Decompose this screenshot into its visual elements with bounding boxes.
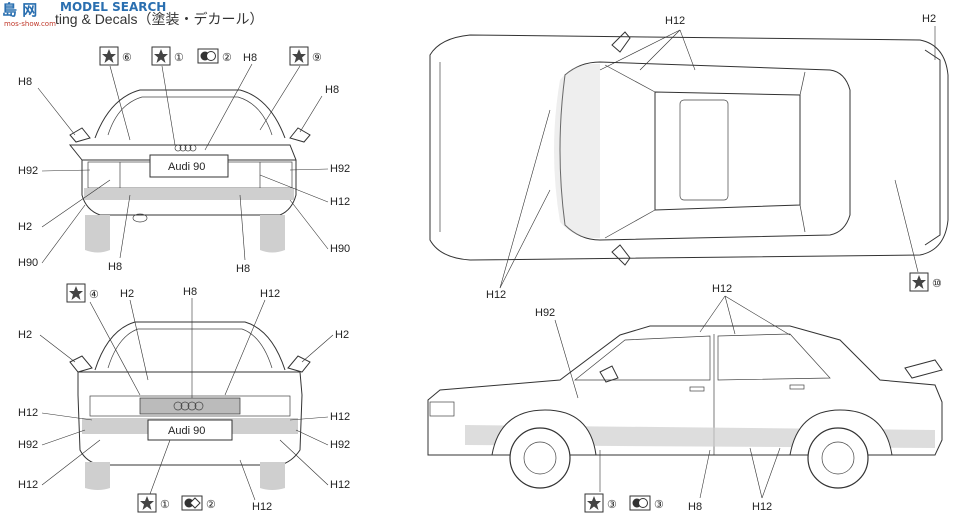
audi-rings-front bbox=[173, 401, 204, 411]
front-h2-right: H2 bbox=[335, 329, 349, 341]
front-decal-4-icon bbox=[66, 283, 86, 303]
front-h12-bottom-left: H12 bbox=[18, 479, 38, 491]
front-h12-bottom-right: H12 bbox=[330, 479, 350, 491]
rear-leader-lines bbox=[37, 63, 329, 264]
audi-rings-rear bbox=[174, 144, 197, 152]
top-h2-top: H2 bbox=[922, 13, 936, 25]
front-h12-top: H12 bbox=[260, 288, 280, 300]
front-h12-bottom: H12 bbox=[252, 501, 272, 513]
top-leader-lines bbox=[499, 26, 936, 289]
front-decal-1-icon bbox=[137, 493, 157, 513]
front-decal-1-label: ① bbox=[160, 499, 170, 511]
rear-h8-bottom-right: H8 bbox=[236, 263, 250, 275]
rear-h90-right: H90 bbox=[330, 243, 350, 255]
front-h92-left: H92 bbox=[18, 439, 38, 451]
rear-h8-top: H8 bbox=[243, 52, 257, 64]
front-h12-right: H12 bbox=[330, 411, 350, 423]
rear-decal-9-label: ⑨ bbox=[312, 52, 322, 64]
side-h92: H92 bbox=[535, 307, 555, 319]
side-decal-3b-label: ③ bbox=[654, 499, 664, 511]
side-h12-top: H12 bbox=[712, 283, 732, 295]
top-h12-left: H12 bbox=[486, 289, 506, 301]
rear-plate-text: Audi 90 bbox=[168, 161, 205, 173]
watermark-cn: 島 网 bbox=[2, 1, 37, 19]
rear-decal-9-icon bbox=[289, 46, 309, 66]
rear-decal-1-icon bbox=[151, 46, 171, 66]
rear-h2-left: H2 bbox=[18, 221, 32, 233]
front-h12-left: H12 bbox=[18, 407, 38, 419]
rear-decal-6-label: ⑥ bbox=[122, 52, 132, 64]
rear-decal-6-icon bbox=[99, 46, 119, 66]
rear-h92-right: H92 bbox=[330, 163, 350, 175]
rear-h12-right: H12 bbox=[330, 196, 350, 208]
side-h12-bottom: H12 bbox=[752, 501, 772, 513]
side-h8-bottom: H8 bbox=[688, 501, 702, 513]
watermark: 島 网 MODEL SEARCH mos-show.com bbox=[2, 0, 166, 28]
side-leader-lines bbox=[554, 295, 791, 499]
rear-h8-left: H8 bbox=[18, 76, 32, 88]
side-decal-3b-icon bbox=[629, 495, 651, 511]
front-decal-2-label: ② bbox=[206, 499, 216, 511]
front-h2-left: H2 bbox=[18, 329, 32, 341]
front-decal-4-label: ④ bbox=[89, 289, 99, 301]
rear-decal-1-label: ① bbox=[174, 52, 184, 64]
front-decal-2-icon bbox=[181, 495, 203, 511]
front-view-drawing: Audi 90 bbox=[69, 321, 311, 490]
rear-view-drawing: Audi 90 bbox=[68, 89, 311, 253]
rear-h92-left: H92 bbox=[18, 165, 38, 177]
rear-decal-2-icon bbox=[197, 48, 219, 64]
side-decal-3a-icon bbox=[584, 493, 604, 513]
rear-h8-right: H8 bbox=[325, 84, 339, 96]
front-plate-text: Audi 90 bbox=[168, 425, 205, 437]
side-view-drawing bbox=[427, 325, 943, 489]
front-h2-top: H2 bbox=[120, 288, 134, 300]
rear-decal-2-label: ② bbox=[222, 52, 232, 64]
top-decal-10-label: ⑩ bbox=[932, 278, 942, 290]
front-h92-right: H92 bbox=[330, 439, 350, 451]
front-h8-top: H8 bbox=[183, 286, 197, 298]
watermark-url: mos-show.com bbox=[4, 20, 56, 28]
top-decal-10-icon bbox=[909, 272, 929, 292]
top-h12-top: H12 bbox=[665, 15, 685, 27]
page-title: ting & Decals（塗装・デカール） bbox=[55, 11, 263, 27]
side-decal-3a-label: ③ bbox=[607, 499, 617, 511]
watermark-text: MODEL SEARCH bbox=[60, 0, 166, 14]
top-view-drawing bbox=[429, 31, 949, 266]
front-leader-lines bbox=[39, 298, 334, 501]
rear-h90-left: H90 bbox=[18, 257, 38, 269]
rear-h8-bottom-left: H8 bbox=[108, 261, 122, 273]
